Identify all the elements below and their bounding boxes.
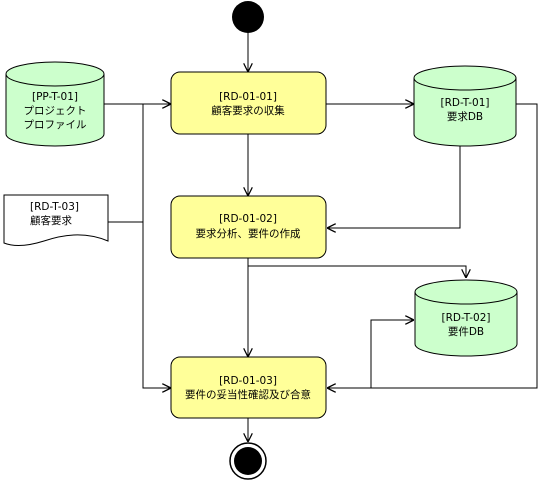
datastore-profile-line1: プロジェクト (24, 105, 87, 117)
flow-input-bus-to-collect (142, 104, 171, 388)
activity-analyze[interactable]: [RD-01-02] 要求分析、要件の作成 (170, 195, 327, 259)
datastore-profile-id: [PP-T-01] (32, 91, 78, 103)
datastore-profile[interactable]: [PP-T-01] プロジェクト プロファイル (5, 61, 105, 147)
flow-reqdb-to-analyze (327, 141, 461, 228)
datastore-spec-db-id: [RD-T-02] (442, 312, 491, 324)
datastore-spec-db[interactable]: [RD-T-02] 要件DB (414, 279, 518, 357)
flow-validate-to-specdb (370, 320, 414, 388)
end-node-icon (229, 442, 267, 480)
datastore-req-db-name: 要求DB (447, 111, 483, 123)
datastore-spec-db-name: 要件DB (448, 326, 484, 338)
flow-reqdb-loop-to-validate (327, 103, 538, 388)
document-id: [RD-T-03] (30, 201, 79, 213)
activity-analyze-id: [RD-01-02] (219, 213, 277, 225)
activity-collect-id: [RD-01-01] (219, 91, 277, 103)
datastore-req-db-id: [RD-T-01] (441, 97, 490, 109)
document-customer-requirements[interactable]: [RD-T-03] 顧客要求 (3, 194, 109, 246)
flow-analyze-to-specdb (248, 265, 466, 278)
activity-validate-name: 要件の妥当性確認及び合意 (185, 388, 311, 401)
activity-validate-id: [RD-01-03] (219, 375, 277, 387)
activity-collect[interactable]: [RD-01-01] 顧客要求の収集 (170, 71, 327, 135)
activity-analyze-name: 要求分析、要件の作成 (196, 227, 301, 240)
activity-collect-name: 顧客要求の収集 (211, 104, 285, 117)
document-name: 顧客要求 (30, 214, 72, 227)
connectors (104, 31, 538, 442)
start-node-icon (232, 1, 264, 33)
activity-validate[interactable]: [RD-01-03] 要件の妥当性確認及び合意 (170, 356, 327, 419)
datastore-profile-line2: プロファイル (24, 119, 87, 131)
datastore-req-db[interactable]: [RD-T-01] 要求DB (413, 65, 517, 147)
